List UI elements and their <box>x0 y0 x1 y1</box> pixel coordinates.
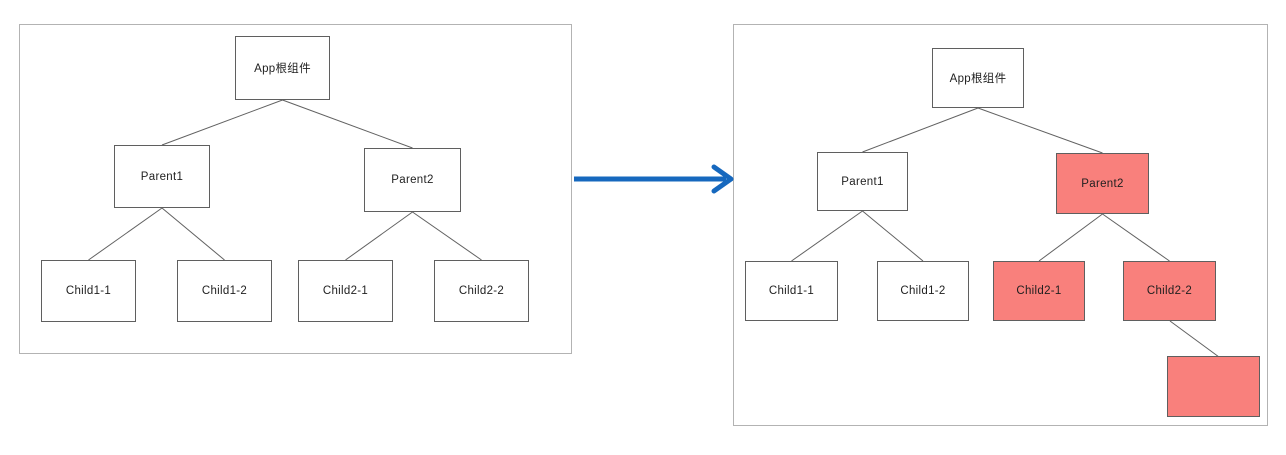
after-node-child2-1-highlighted: Child2-1 <box>993 261 1085 321</box>
tree-panel-before <box>19 24 572 354</box>
after-node-parent2-highlighted: Parent2 <box>1056 153 1149 214</box>
before-node-child2-1: Child2-1 <box>298 260 393 322</box>
after-node-app-root: App根组件 <box>932 48 1024 108</box>
before-node-app-root: App根组件 <box>235 36 330 100</box>
transition-arrow-icon <box>574 164 734 194</box>
before-node-parent2: Parent2 <box>364 148 461 212</box>
after-node-new-child-highlighted <box>1167 356 1260 417</box>
after-node-child1-1: Child1-1 <box>745 261 838 321</box>
tree-panel-after <box>733 24 1268 426</box>
before-node-parent1: Parent1 <box>114 145 210 208</box>
after-node-parent1: Parent1 <box>817 152 908 211</box>
before-node-child1-2: Child1-2 <box>177 260 272 322</box>
before-node-child1-1: Child1-1 <box>41 260 136 322</box>
after-node-child1-2: Child1-2 <box>877 261 969 321</box>
after-node-child2-2-highlighted: Child2-2 <box>1123 261 1216 321</box>
before-node-child2-2: Child2-2 <box>434 260 529 322</box>
